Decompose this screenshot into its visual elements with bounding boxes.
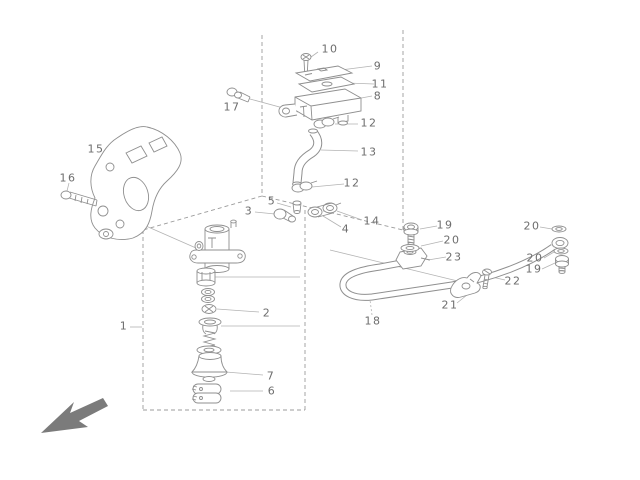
callout-1: 1 <box>119 319 129 333</box>
callout-20-top-right: 20 <box>523 219 541 233</box>
callout-17: 17 <box>223 100 241 114</box>
callout-8: 8 <box>373 89 383 103</box>
callout-19-left: 19 <box>436 218 454 232</box>
boot-7 <box>190 352 229 382</box>
callout-6: 6 <box>267 384 277 398</box>
callout-15: 15 <box>87 142 105 156</box>
bolt-19-right <box>555 255 569 274</box>
orientation-arrow-icon <box>41 398 108 433</box>
reservoir-cap-9 <box>294 65 354 82</box>
callout-13: 13 <box>360 145 378 159</box>
bleed-pin-5 <box>292 200 302 214</box>
callout-14: 14 <box>363 214 381 228</box>
diaphragm-plate-11 <box>297 76 356 93</box>
callout-4: 4 <box>341 222 351 236</box>
callout-22: 22 <box>504 274 522 288</box>
callout-11: 11 <box>371 77 389 91</box>
callout-23: 23 <box>445 250 463 264</box>
clamp-holder-6 <box>191 383 222 404</box>
callout-19-right: 19 <box>525 262 543 276</box>
bolt-19-left <box>403 222 419 246</box>
bolt-17 <box>226 87 251 103</box>
callout-5: 5 <box>267 194 277 208</box>
callout-9: 9 <box>373 59 383 73</box>
washer-20-left <box>400 244 420 252</box>
washer-20-top-right <box>551 225 567 233</box>
lower-cylinder-body-1 <box>189 219 246 273</box>
callout-12-upper: 12 <box>360 116 378 130</box>
callout-10: 10 <box>321 42 339 56</box>
callout-18: 18 <box>364 314 382 328</box>
master-cylinder-body-8 <box>278 88 362 126</box>
bracket-15 <box>90 126 182 240</box>
callout-21: 21 <box>441 298 459 312</box>
callout-12-lower: 12 <box>343 176 361 190</box>
callout-20-right: 20 <box>526 251 544 265</box>
union-joint-3 <box>273 208 296 223</box>
brake-pipe-18 <box>339 237 569 301</box>
callout-2: 2 <box>262 306 272 320</box>
bolt-16 <box>60 190 98 207</box>
callout-16: 16 <box>59 171 77 185</box>
hose-clamp-12-upper <box>313 116 340 129</box>
pipe-bracket-21 <box>450 272 482 298</box>
callout-7: 7 <box>266 369 276 383</box>
callout-3: 3 <box>244 204 254 218</box>
callout-20-left: 20 <box>443 233 461 247</box>
hose-clamp-12-lower <box>291 180 318 193</box>
hose-13 <box>292 128 323 187</box>
washer-20-right <box>553 247 569 255</box>
screw-22 <box>482 268 492 290</box>
piston-kit-2 <box>196 267 222 355</box>
double-eye-joint-14 <box>307 202 342 218</box>
screw-10 <box>300 53 312 79</box>
